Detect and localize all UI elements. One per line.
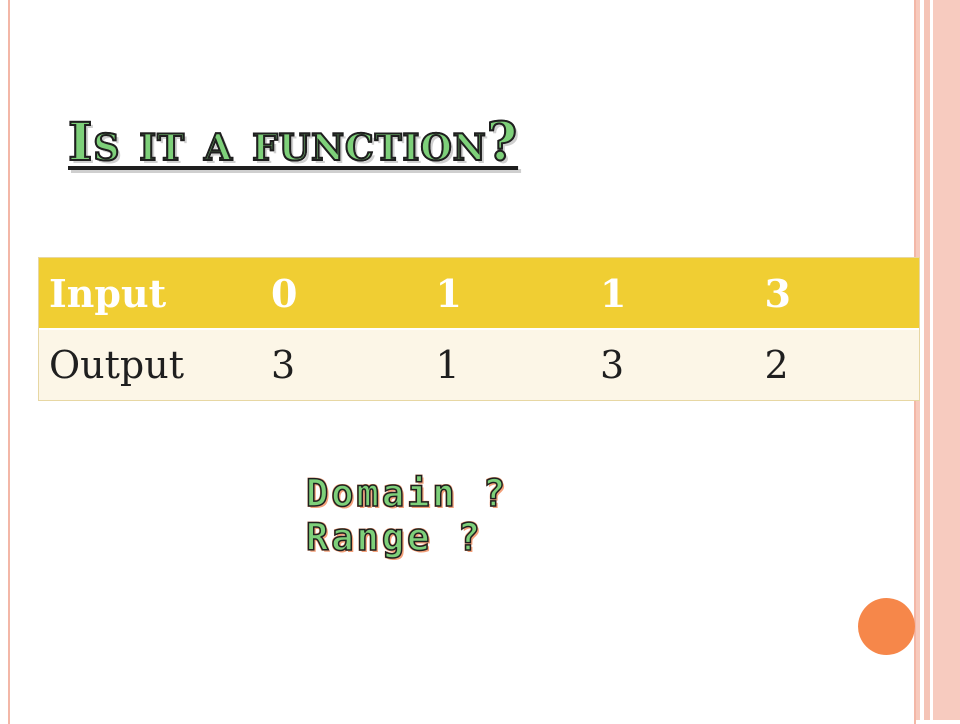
questions-block: Domain ? Range ? <box>305 471 509 560</box>
function-table: Input 0 1 1 3 Output 3 1 3 2 <box>38 257 920 401</box>
output-row: Output 3 1 3 2 <box>39 328 919 400</box>
stripe-2 <box>920 0 924 720</box>
stripe-3 <box>924 0 930 720</box>
stripe-5 <box>933 0 960 720</box>
domain-question: Domain ? <box>305 471 509 516</box>
input-value-2: 1 <box>425 258 590 329</box>
input-value-1: 0 <box>261 258 426 329</box>
input-row: Input 0 1 1 3 <box>39 258 919 329</box>
input-value-3: 1 <box>590 258 755 329</box>
input-output-table: Input 0 1 1 3 Output 3 1 3 2 <box>39 258 919 400</box>
decorative-circle <box>858 598 915 655</box>
output-value-2: 1 <box>425 328 590 400</box>
slide-title: Is it a function? <box>67 111 519 174</box>
side-decoration <box>916 0 960 720</box>
output-value-3: 3 <box>590 328 755 400</box>
output-value-4: 2 <box>754 328 919 400</box>
output-label: Output <box>39 328 261 400</box>
stripe-4 <box>930 0 933 720</box>
output-value-1: 3 <box>261 328 426 400</box>
range-question: Range ? <box>305 515 483 560</box>
input-label: Input <box>39 258 261 329</box>
input-value-4: 3 <box>754 258 919 329</box>
